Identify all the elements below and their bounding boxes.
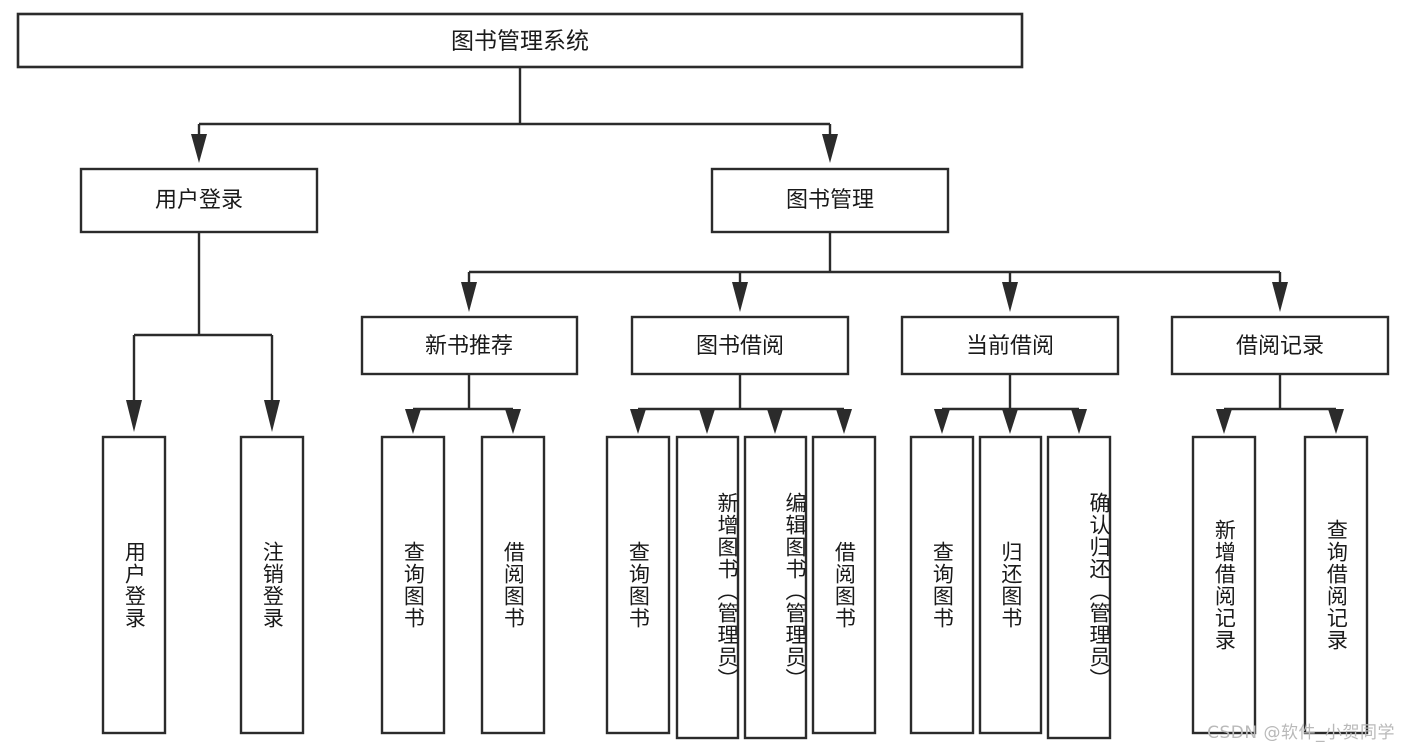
root-box[interactable] <box>16 12 1024 69</box>
node-root[interactable]: 图书管理系统 <box>16 12 1024 69</box>
node-user-login[interactable]: 用户登录 <box>79 167 319 234</box>
new-book-recommend-label: 新书推荐 <box>425 334 513 359</box>
arrowhead-user-login-leaf2 <box>264 400 280 432</box>
book-borrow-label: 图书借阅 <box>696 334 784 359</box>
borrow-record-label: 借阅记录 <box>1236 334 1324 359</box>
arrowhead-current-borrow-leaf2 <box>1002 409 1018 434</box>
arrowhead-borrow-record-leaf2 <box>1328 409 1344 434</box>
leaf-box-book-borrow-4[interactable] <box>811 435 877 735</box>
user-login-label: 用户登录 <box>155 188 243 213</box>
arrowhead-to-new-book <box>461 282 477 312</box>
arrowhead-new-book-leaf1 <box>405 409 421 434</box>
arrowhead-to-borrow-record <box>1272 282 1288 312</box>
book-borrow-box[interactable] <box>630 315 850 376</box>
arrowhead-new-book-leaf2 <box>505 409 521 434</box>
root-label: 图书管理系统 <box>451 29 589 55</box>
arrowhead-to-book-manage <box>822 134 838 163</box>
leaf-box-user-login-1[interactable] <box>101 435 167 735</box>
arrowhead-borrow-record-leaf1 <box>1216 409 1232 434</box>
node-book-borrow[interactable]: 图书借阅 <box>630 315 850 376</box>
node-current-borrow[interactable]: 当前借阅 <box>900 315 1120 376</box>
arrowhead-book-borrow-leaf4 <box>836 409 852 434</box>
arrowhead-to-user-login <box>191 134 207 163</box>
leaf-box-current-borrow-2[interactable] <box>978 435 1043 735</box>
leaf-box-new-book-1[interactable] <box>380 435 446 735</box>
arrowhead-book-borrow-leaf1 <box>630 409 646 434</box>
arrowhead-to-current-borrow <box>1002 282 1018 312</box>
leaf-box-book-borrow-1[interactable] <box>605 435 671 735</box>
current-borrow-label: 当前借阅 <box>966 334 1054 359</box>
leaf-box-current-borrow-3[interactable] <box>1046 435 1112 740</box>
node-new-book-recommend[interactable]: 新书推荐 <box>360 315 579 376</box>
arrowhead-user-login-leaf1 <box>126 400 142 432</box>
book-manage-box[interactable] <box>710 167 950 234</box>
leaf-box-user-login-2[interactable] <box>239 435 305 735</box>
arrowhead-current-borrow-leaf3 <box>1071 409 1087 434</box>
leaf-box-new-book-2[interactable] <box>480 435 546 735</box>
arrowhead-book-borrow-leaf3 <box>767 409 783 434</box>
borrow-record-box[interactable] <box>1170 315 1390 376</box>
node-borrow-record[interactable]: 借阅记录 <box>1170 315 1390 376</box>
leaf-box-book-borrow-3[interactable] <box>743 435 808 740</box>
leaf-box-book-borrow-2[interactable] <box>675 435 740 740</box>
csdn-watermark: CSDN @软件_小贺同学 <box>1207 723 1395 743</box>
book-manage-label: 图书管理 <box>786 188 874 213</box>
leaf-box-borrow-record-2[interactable] <box>1303 435 1369 735</box>
arrowhead-book-borrow-leaf2 <box>699 409 715 434</box>
arrowhead-current-borrow-leaf1 <box>934 409 950 434</box>
node-book-manage[interactable]: 图书管理 <box>710 167 950 234</box>
current-borrow-box[interactable] <box>900 315 1120 376</box>
arrowhead-to-book-borrow <box>732 282 748 312</box>
leaf-box-current-borrow-1[interactable] <box>909 435 975 735</box>
leaf-box-borrow-record-1[interactable] <box>1191 435 1257 735</box>
new-book-recommend-box[interactable] <box>360 315 579 376</box>
